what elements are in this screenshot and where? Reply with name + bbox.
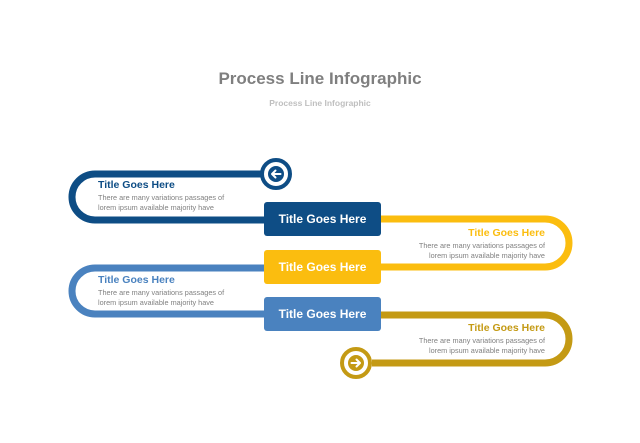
step-1-box: Title Goes Here — [264, 202, 381, 236]
arrow-left-circle-icon — [260, 158, 292, 190]
line-segment-1 — [68, 170, 270, 224]
step-1-description: There are many variations passages of lo… — [98, 193, 225, 212]
step-1-text-block: Title Goes Here There are many variation… — [98, 179, 238, 213]
step-3-text-block: Title Goes Here There are many variation… — [98, 274, 238, 308]
page-subtitle: Process Line Infographic — [269, 98, 371, 108]
step-2-text-block: Title Goes Here There are many variation… — [405, 227, 545, 261]
step-2-description: There are many variations passages of lo… — [418, 241, 545, 260]
arrow-right-circle-icon — [340, 347, 372, 379]
line-segment-2 — [375, 215, 573, 271]
line-segment-4 — [372, 311, 573, 367]
step-4-text-block: Title Goes Here There are many variation… — [405, 322, 545, 356]
step-2-title: Title Goes Here — [468, 227, 545, 239]
step-3-box: Title Goes Here — [264, 297, 381, 331]
step-4-description: There are many variations passages of lo… — [418, 336, 545, 355]
step-3-description: There are many variations passages of lo… — [98, 288, 225, 307]
step-2-box: Title Goes Here — [264, 250, 381, 284]
step-3-title: Title Goes Here — [98, 274, 175, 286]
line-segment-3 — [68, 264, 270, 318]
step-4-title: Title Goes Here — [468, 322, 545, 334]
step-1-title: Title Goes Here — [98, 179, 175, 191]
page-title: Process Line Infographic — [218, 69, 422, 88]
